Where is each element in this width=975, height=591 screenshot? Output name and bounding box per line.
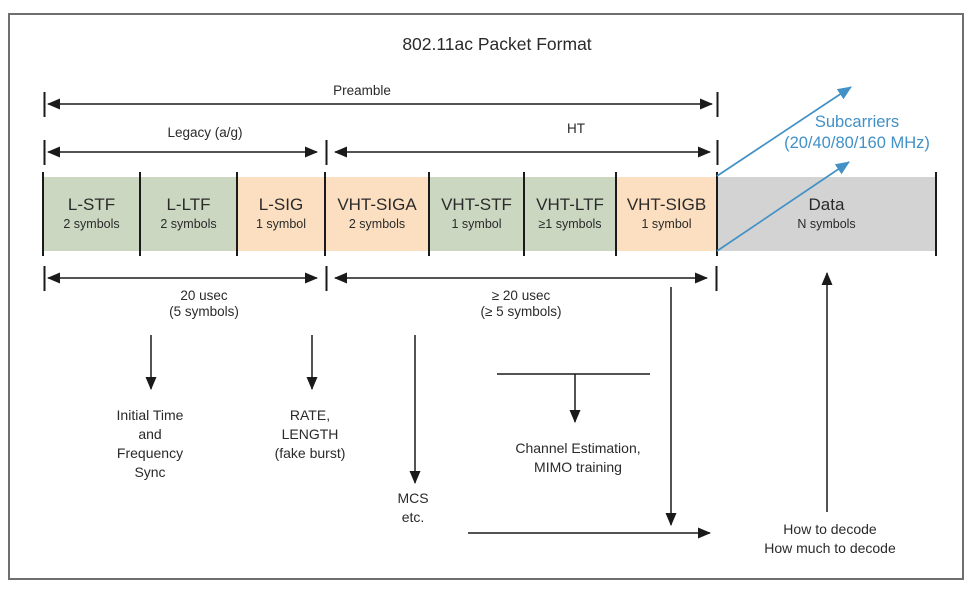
segment-divider (935, 172, 937, 256)
segment-label: Data (808, 195, 845, 215)
segment-sublabel: 1 symbol (641, 216, 692, 231)
segment-divider (523, 172, 525, 256)
segment-l-sig: L-SIG 1 symbol (237, 177, 325, 251)
segment-sublabel: 2 symbols (348, 216, 406, 231)
segment-divider (139, 172, 141, 256)
preamble-span-label: Preamble (333, 83, 391, 98)
note-line: and (138, 426, 162, 442)
diagram-title: 802.11ac Packet Format (402, 34, 592, 54)
segment-data: Data N symbols (717, 177, 936, 251)
rate-length-note: RATE, LENGTH (fake burst) (250, 406, 370, 463)
segment-label: VHT-LTF (536, 195, 604, 215)
ht-span-label: HT (567, 121, 585, 136)
vht-duration-label: ≥ 20 usec (≥ 5 symbols) (461, 288, 581, 320)
segment-divider (236, 172, 238, 256)
segment-sublabel: 2 symbols (160, 216, 217, 231)
segment-label: L-STF (67, 195, 116, 215)
segment-label: VHT-SIGB (626, 195, 707, 215)
vht-duration-line2: (≥ 5 symbols) (480, 304, 562, 319)
segment-divider (615, 172, 617, 256)
note-line: How to decode (783, 521, 877, 537)
segment-divider (324, 172, 326, 256)
mcs-note: MCS etc. (353, 489, 473, 527)
note-line: Sync (134, 464, 166, 480)
note-line: How much to decode (764, 540, 896, 556)
subcarriers-line2: (20/40/80/160 MHz) (784, 134, 930, 152)
segment-label: L-LTF (166, 195, 211, 215)
note-line: RATE, (289, 407, 331, 423)
channel-estimation-note: Channel Estimation, MIMO training (478, 439, 678, 477)
note-line: Frequency (116, 445, 184, 461)
note-line: LENGTH (281, 426, 339, 442)
segment-vht-ltf: VHT-LTF ≥1 symbols (524, 177, 616, 251)
note-line: etc. (401, 509, 425, 525)
note-line: (fake burst) (274, 445, 346, 461)
legacy-span-label: Legacy (a/g) (167, 125, 243, 140)
decode-note: How to decode How much to decode (730, 520, 930, 558)
note-line: Channel Estimation, (515, 440, 641, 456)
note-line: MIMO training (534, 459, 622, 475)
subcarriers-label: Subcarriers (20/40/80/160 MHz) (747, 112, 967, 154)
segment-vht-stf: VHT-STF 1 symbol (429, 177, 524, 251)
segment-sublabel: ≥1 symbols (538, 216, 602, 231)
segment-divider (716, 172, 718, 256)
segment-sublabel: N symbols (797, 216, 856, 231)
note-line: Initial Time (116, 407, 184, 423)
vht-duration-line1: ≥ 20 usec (491, 288, 551, 303)
note-line: MCS (397, 490, 429, 506)
subcarriers-line1: Subcarriers (814, 113, 900, 131)
time-frequency-sync-note: Initial Time and Frequency Sync (90, 406, 210, 482)
segment-sublabel: 2 symbols (63, 216, 120, 231)
segment-label: L-SIG (258, 195, 304, 215)
segment-label: VHT-SIGA (337, 195, 417, 215)
segment-divider (42, 172, 44, 256)
segment-sublabel: 1 symbol (451, 216, 502, 231)
segment-vht-siga: VHT-SIGA 2 symbols (325, 177, 429, 251)
segment-l-ltf: L-LTF 2 symbols (140, 177, 237, 251)
legacy-duration-line2: (5 symbols) (169, 304, 239, 319)
segment-vht-sigb: VHT-SIGB 1 symbol (616, 177, 717, 251)
legacy-duration-line1: 20 usec (180, 288, 228, 303)
segment-label: VHT-STF (441, 195, 512, 215)
segment-divider (428, 172, 430, 256)
legacy-duration-label: 20 usec (5 symbols) (144, 288, 264, 320)
segment-l-stf: L-STF 2 symbols (43, 177, 140, 251)
segment-sublabel: 1 symbol (255, 216, 307, 231)
